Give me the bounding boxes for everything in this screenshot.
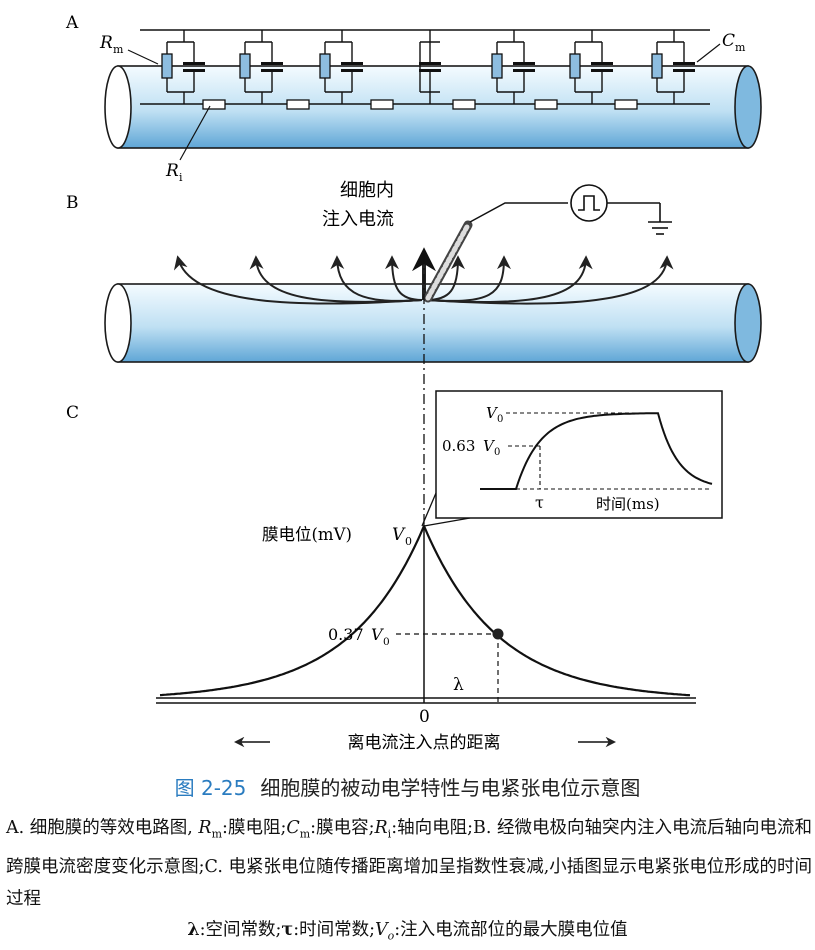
figure: A R m C m R i B — [65, 13, 762, 753]
svg-text:0.37: 0.37 — [328, 625, 364, 644]
svg-text:0.63: 0.63 — [442, 437, 475, 455]
rc-unit — [319, 30, 363, 104]
axial-resistor — [452, 99, 476, 110]
svg-text:0: 0 — [383, 636, 390, 648]
axial-resistor — [534, 99, 558, 110]
svg-text:V: V — [392, 525, 406, 545]
svg-text:0: 0 — [494, 447, 500, 458]
lambda-point — [492, 628, 504, 640]
membrane-capacitor — [341, 62, 363, 65]
cm-label: C m — [696, 31, 746, 63]
svg-text:V: V — [486, 404, 499, 422]
ri-label: R i — [165, 105, 211, 184]
inset: V 0 0.63 V 0 τ 时间(ms) — [435, 390, 723, 519]
y-label: 膜电位(mV) — [262, 525, 352, 544]
rc-unit — [419, 30, 441, 104]
membrane-capacitor — [261, 62, 283, 65]
distance-axis: 离电流注入点的距离 — [233, 733, 617, 753]
rc-unit — [651, 30, 695, 104]
svg-text:m: m — [113, 43, 124, 56]
svg-text:i: i — [179, 171, 183, 184]
v0-label: V 0 — [392, 525, 412, 548]
axial-resistor — [286, 99, 310, 110]
rc-unit — [491, 30, 535, 104]
panel-a: A R m C m R i — [65, 13, 762, 184]
svg-text:V: V — [371, 625, 384, 644]
membrane-resistor — [651, 53, 663, 79]
ground-icon — [648, 203, 672, 235]
time-label: 时间(ms) — [596, 495, 660, 513]
rm-label: R m — [99, 33, 159, 65]
inset-connector-a — [421, 492, 437, 527]
lambda-label: λ — [453, 675, 464, 695]
membrane-capacitor — [183, 62, 205, 65]
symbol-note: λ:空间常数;τ:时间常数;Vo:注入电流部位的最大膜电位值 — [187, 920, 628, 943]
membrane-capacitor — [419, 62, 441, 65]
zero-label: 0 — [419, 707, 430, 727]
axial-resistors — [202, 99, 638, 110]
figure-caption: 图 2-25 细胞膜的被动电学特性与电紧张电位示意图 — [0, 772, 815, 801]
electrode — [423, 202, 568, 303]
membrane-capacitor — [513, 62, 535, 65]
panel-a-label: A — [65, 13, 79, 33]
svg-text:R: R — [99, 33, 113, 53]
panel-b-label: B — [66, 193, 79, 213]
injection-label-line1: 细胞内 — [340, 180, 394, 201]
injection-label-line2: 注入电流 — [322, 209, 394, 230]
membrane-resistor — [491, 53, 503, 79]
figure-number: 图 2-25 — [174, 776, 247, 800]
axial-resistor — [202, 99, 226, 110]
decay-curve — [159, 523, 691, 697]
svg-text:0: 0 — [405, 535, 412, 548]
svg-text:C: C — [722, 31, 735, 51]
membrane-resistor — [239, 53, 251, 79]
svg-text:R: R — [165, 161, 179, 181]
tau-label: τ — [535, 493, 544, 512]
panel-b: B — [66, 180, 762, 363]
svg-text:m: m — [735, 41, 746, 54]
inset-connector-b — [423, 517, 471, 527]
figure-description: A. 细胞膜的等效电路图, Rm:膜电阻;Cm:膜电容;Ri:轴向电阻;B. 经… — [6, 818, 812, 909]
figure-title: 细胞膜的被动电学特性与电紧张电位示意图 — [260, 776, 641, 800]
inset-curve — [480, 412, 713, 490]
svg-text:离电流注入点的距离: 离电流注入点的距离 — [348, 733, 501, 753]
p37-label: 0.37 V 0 — [328, 625, 390, 648]
panel-c-label: C — [66, 403, 79, 423]
panel-c: C 膜电位(mV) V 0 0.37 V 0 λ 0 离电流注入点的距离 — [66, 390, 723, 753]
svg-text:V: V — [483, 437, 496, 455]
stimulator-icon — [570, 184, 660, 222]
membrane-resistor — [161, 53, 173, 79]
inset-v0-label: V 0 — [486, 404, 503, 425]
svg-text:0: 0 — [497, 414, 503, 425]
axial-resistor — [614, 99, 638, 110]
membrane-resistor — [569, 53, 581, 79]
axial-resistor — [370, 99, 394, 110]
rc-unit — [569, 30, 613, 104]
rc-units — [161, 30, 695, 104]
membrane-resistor — [319, 53, 331, 79]
membrane-capacitor — [673, 62, 695, 65]
inset-p63-label: 0.63 V 0 — [442, 437, 500, 458]
rc-unit — [161, 30, 205, 104]
membrane-capacitor — [591, 62, 613, 65]
rc-unit — [239, 30, 283, 104]
